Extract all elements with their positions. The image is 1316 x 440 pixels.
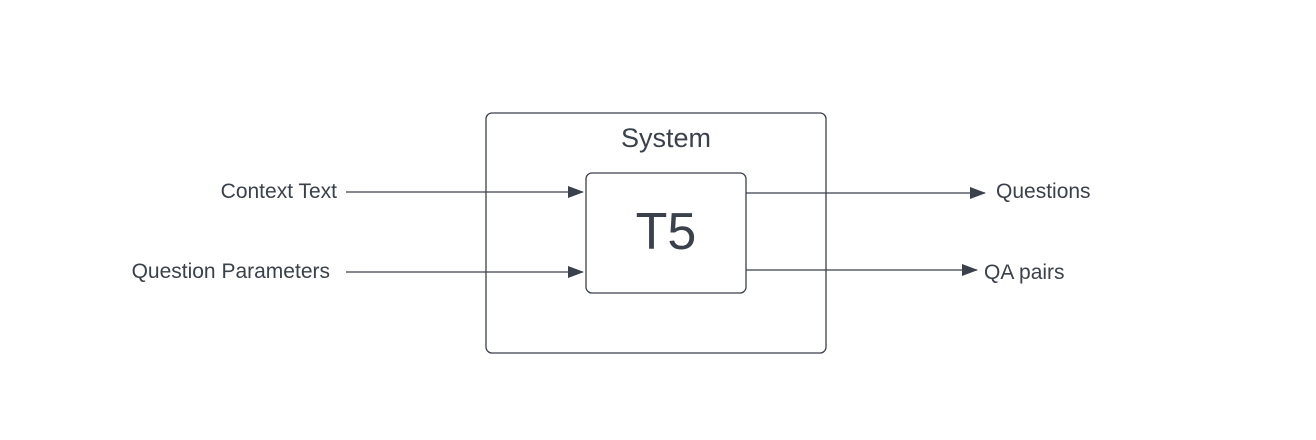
output-label-qa-pairs: QA pairs bbox=[984, 261, 1065, 284]
input-label-question-parameters: Question Parameters bbox=[132, 260, 330, 283]
t5-model-box bbox=[585, 172, 747, 294]
output-label-questions: Questions bbox=[996, 180, 1091, 203]
system-title: System bbox=[621, 123, 711, 153]
input-label-context-text: Context Text bbox=[221, 180, 338, 203]
t5-model-label: T5 bbox=[636, 203, 697, 261]
